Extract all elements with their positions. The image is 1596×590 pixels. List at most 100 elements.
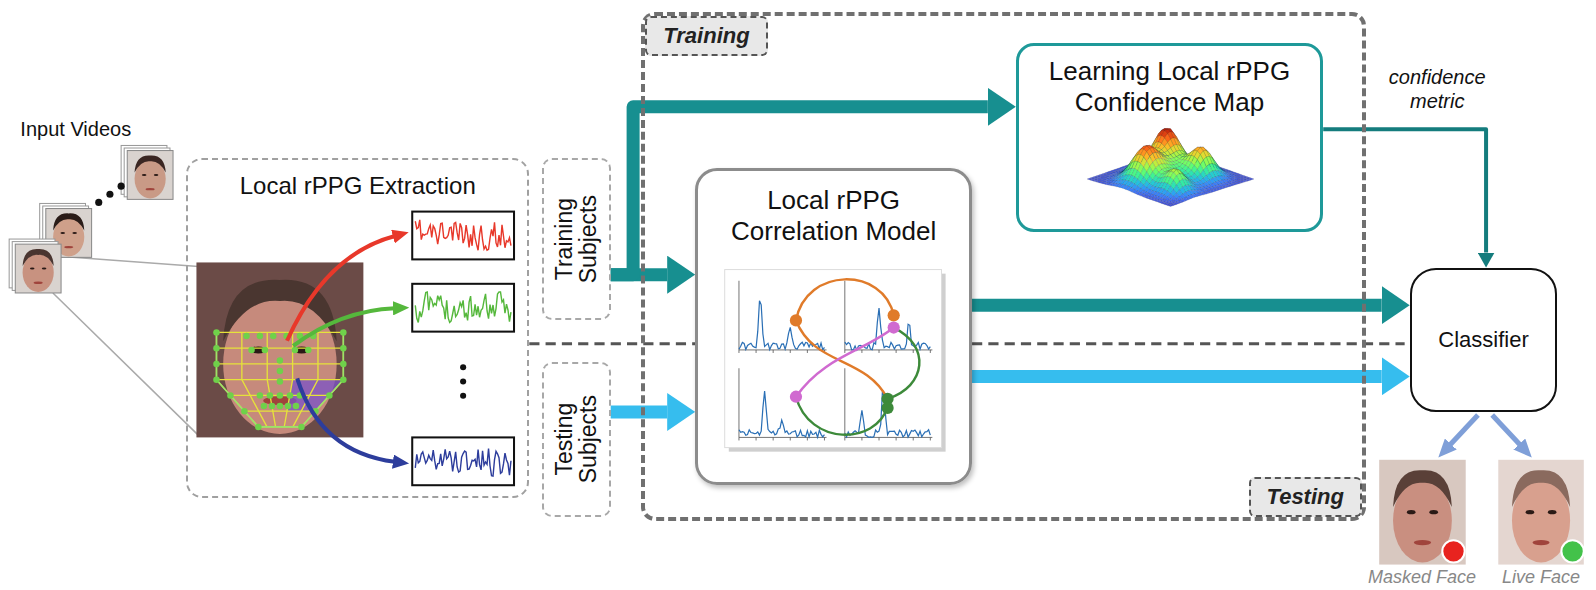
face-picture <box>64 246 73 248</box>
correlation-arc <box>796 279 894 320</box>
spectrum-plot <box>738 437 739 440</box>
face-mesh <box>340 329 347 336</box>
spectrum-plot <box>930 437 931 440</box>
signal-box <box>412 284 514 332</box>
correlation-arc <box>790 314 802 326</box>
spectrum-plot <box>824 437 825 440</box>
ellipsis-dots <box>95 199 102 206</box>
ellipsis-dots <box>95 183 125 206</box>
correlation-arc <box>790 279 920 434</box>
correlation-arc <box>796 320 888 398</box>
face-mesh <box>243 333 250 340</box>
face-picture <box>34 281 43 283</box>
vertical-dots <box>460 364 466 399</box>
face-picture <box>23 249 54 266</box>
face-picture <box>1532 540 1549 545</box>
face-picture <box>127 151 173 200</box>
signal-arrow <box>293 308 395 346</box>
phase-region: Learning Local rPPG Confidence MapLocal … <box>641 12 1366 521</box>
spectrum-plot <box>790 350 791 353</box>
spectrum-plot <box>739 281 932 441</box>
spectrum-plot <box>738 350 739 353</box>
signal-arrow <box>297 378 395 461</box>
classifier-box: Classifier <box>1410 268 1558 412</box>
correlation-arc <box>796 397 888 435</box>
spectrum-plot <box>844 350 845 353</box>
face-mesh <box>257 392 264 399</box>
face-mesh <box>340 345 347 352</box>
face-mesh <box>277 368 284 375</box>
face-picture <box>1548 510 1557 514</box>
spectrum-plot <box>896 350 897 353</box>
face-mesh <box>241 408 248 415</box>
face-picture <box>1379 460 1466 565</box>
output-face <box>1442 540 1464 562</box>
edge-label: confidence metric <box>1364 65 1511 113</box>
face-picture <box>127 151 173 200</box>
face-mesh <box>326 392 333 399</box>
box-title: Local rPPG Correlation Model <box>706 185 961 247</box>
face-mesh <box>269 403 276 410</box>
face-picture <box>30 268 35 270</box>
leader-line <box>53 256 199 435</box>
rppg-signal <box>415 292 511 323</box>
spectrum-plot <box>861 437 862 440</box>
face-mesh <box>216 332 343 333</box>
spectrum-plot <box>879 350 880 353</box>
face-mesh <box>213 329 220 336</box>
face-picture <box>15 244 61 293</box>
vertical-dots <box>460 378 466 384</box>
face-picture <box>15 244 61 293</box>
spectrum-plot <box>773 437 774 440</box>
face-picture <box>1414 540 1431 545</box>
box-title: Classifier <box>1438 327 1528 353</box>
spectrum-plot <box>930 350 931 353</box>
face-mesh <box>287 392 294 399</box>
flow-arrow <box>611 405 667 418</box>
vertical-dots <box>460 393 466 399</box>
spectrum-plot <box>773 350 774 353</box>
leader-line <box>53 256 199 435</box>
spectrum-plot <box>756 437 757 440</box>
correlation-panel <box>725 270 946 452</box>
face-mesh <box>213 376 220 383</box>
signal-box <box>412 437 514 485</box>
face-mesh <box>267 392 274 399</box>
rppg-signal <box>415 220 511 250</box>
face-picture <box>1498 460 1584 565</box>
video-thumbnail <box>9 145 173 293</box>
box-title: Local rPPG Extraction <box>196 172 519 201</box>
phase-tag: Testing <box>1249 477 1362 517</box>
confidence-surface <box>1168 204 1174 206</box>
confidence-surface <box>1087 128 1254 206</box>
face-picture <box>1429 510 1438 514</box>
face-picture <box>53 213 84 230</box>
input-label: Input Videos <box>20 118 173 141</box>
vertical-dots <box>460 364 466 370</box>
face-mesh <box>261 403 268 410</box>
face-mesh <box>277 392 284 399</box>
output-face <box>1379 460 1584 565</box>
spectrum-plot <box>913 437 914 440</box>
box-title: Learning Local rPPG Confidence Map <box>1029 56 1310 118</box>
face-mesh <box>248 347 255 354</box>
spectrum-plot <box>756 350 757 353</box>
spectrum-plot <box>845 281 933 350</box>
spectrum-plot <box>861 350 862 353</box>
rppg-signal <box>415 220 511 476</box>
subject-box: Training Subjects <box>542 158 611 321</box>
flow-arrow <box>972 299 1382 312</box>
spectrum-plot <box>845 391 931 437</box>
spectrum-plot <box>845 308 931 350</box>
face-picture <box>142 174 147 176</box>
output-arrow <box>1449 415 1478 446</box>
face-mesh <box>293 403 300 410</box>
process-box: Learning Local rPPG Confidence Map <box>1016 43 1323 232</box>
process-box: Local rPPG Correlation Model <box>695 168 972 485</box>
face-mesh <box>267 332 275 426</box>
face-picture <box>1407 510 1416 514</box>
spectrum-plot <box>790 437 791 440</box>
face-picture <box>1526 510 1535 514</box>
